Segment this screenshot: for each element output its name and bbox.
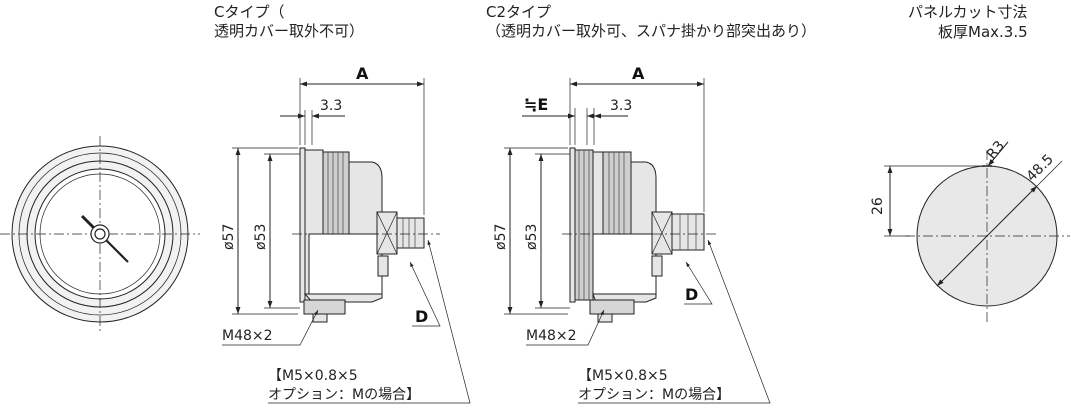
c-option-line1: 【M5×0.8×5 [268,368,358,384]
panel-dim-48-5-line [936,185,1038,287]
c-case-section [308,233,383,295]
c2-type-title-line1: C2タイプ [486,3,551,21]
c2-option-line2: オプション：Mの場合】 [578,387,730,403]
c2-side-screw [651,255,663,277]
panel-cut-view: パネルカット寸法 板厚Max.3.5 26 R3 48.5 [870,3,1070,322]
panel-r3-leader [987,141,1009,167]
panel-cut-title-line2: 板厚Max.3.5 [938,23,1028,41]
c-side-screw [377,255,389,277]
c-type-title-line2: 透明カバー取外不可） [214,22,364,40]
c2-dim-3-3-label: 3.3 [610,98,632,114]
needle-hub-inner [94,228,106,240]
c2-front-flange [569,147,576,303]
c2-spanner-ribs [578,150,590,300]
c-dim-d-label: D [415,307,428,326]
c2-thread-label: M48×2 [526,328,577,344]
panel-dim-26-label: 26 [870,197,886,215]
c-option-line2: オプション：Mの場合】 [268,387,420,403]
c-type-side-view: Cタイプ（ 透明カバー取外不可） A [214,3,471,404]
panel-r3-label: R3 [984,138,1008,163]
c-thread-label: M48×2 [222,328,273,344]
c-knurl-ribs [327,152,344,234]
c2-dim-a-label: A [632,64,645,83]
c-type-title-line1: Cタイプ（ [214,3,284,21]
c2-dim-57-label: ø57 [493,224,509,250]
c-port-thread [396,217,425,249]
c2-type-title-line2: （透明カバー取外可、スパナ掛かり部突出あり） [486,22,816,40]
c-mount-thread [303,299,346,315]
c2-dim-53-label: ø53 [524,224,540,250]
c2-option-line1: 【M5×0.8×5 [578,368,668,384]
c-dim-a-label: A [356,64,369,83]
needle-tail [80,214,96,230]
c2-dim-e-label: ≒E [524,95,548,114]
gauge-needle [105,239,129,263]
panel-cut-title-line1: パネルカット寸法 [908,3,1028,21]
c2-knurled-ring [602,151,632,235]
c-knurled-ring [322,151,350,235]
c2-case-section [592,233,657,295]
c2-m5-screw [597,313,613,323]
c-front-flange [299,147,306,303]
c2-mount-thread [589,299,635,315]
c-dim-57-label: ø57 [221,224,237,250]
c-dim-53-label: ø53 [253,224,269,250]
panel-dim-48-5-label: 48.5 [1024,151,1057,184]
front-view [0,136,200,332]
c-m5-screw [312,313,328,323]
c2-knurl-ribs [608,152,625,234]
c2-type-side-view: C2タイプ （透明カバー取外可、スパナ掛かり部突出あり） [486,3,816,404]
c2-dim-d-label: D [685,285,698,304]
c-dim-3-3-label: 3.3 [320,98,342,114]
